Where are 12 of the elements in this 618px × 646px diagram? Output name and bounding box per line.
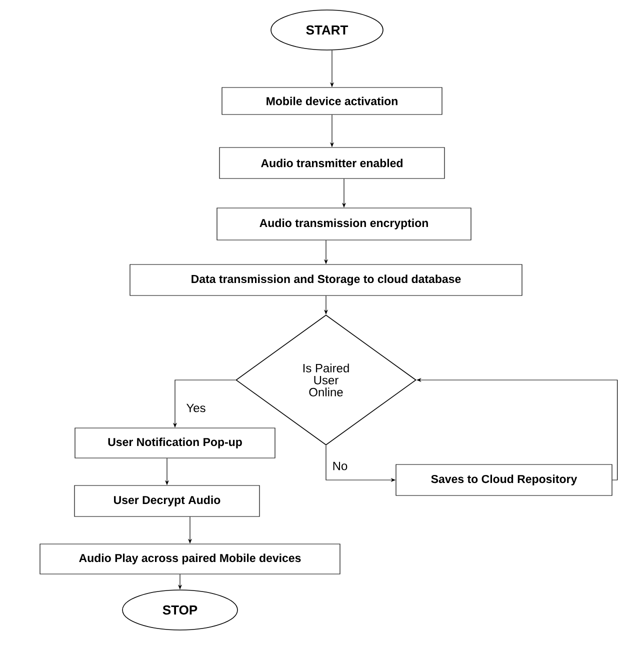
process-box: Audio transmission encryption bbox=[216, 208, 472, 240]
process-box: User Notification Pop-up bbox=[74, 428, 276, 458]
process-box: Saves to Cloud Repository bbox=[396, 464, 612, 496]
terminal-oval: START bbox=[270, 10, 384, 50]
process-box: Mobile device activation bbox=[222, 87, 442, 115]
edge-label: No bbox=[331, 460, 349, 472]
process-box: User Decrypt Audio bbox=[74, 485, 260, 517]
process-box: Audio transmitter enabled bbox=[219, 147, 445, 179]
process-box: Data transmission and Storage to cloud database bbox=[130, 264, 522, 296]
edge-label: Yes bbox=[185, 402, 207, 414]
terminal-oval: STOP bbox=[122, 590, 238, 630]
process-box: Audio Play across paired Mobile devices bbox=[40, 544, 340, 574]
